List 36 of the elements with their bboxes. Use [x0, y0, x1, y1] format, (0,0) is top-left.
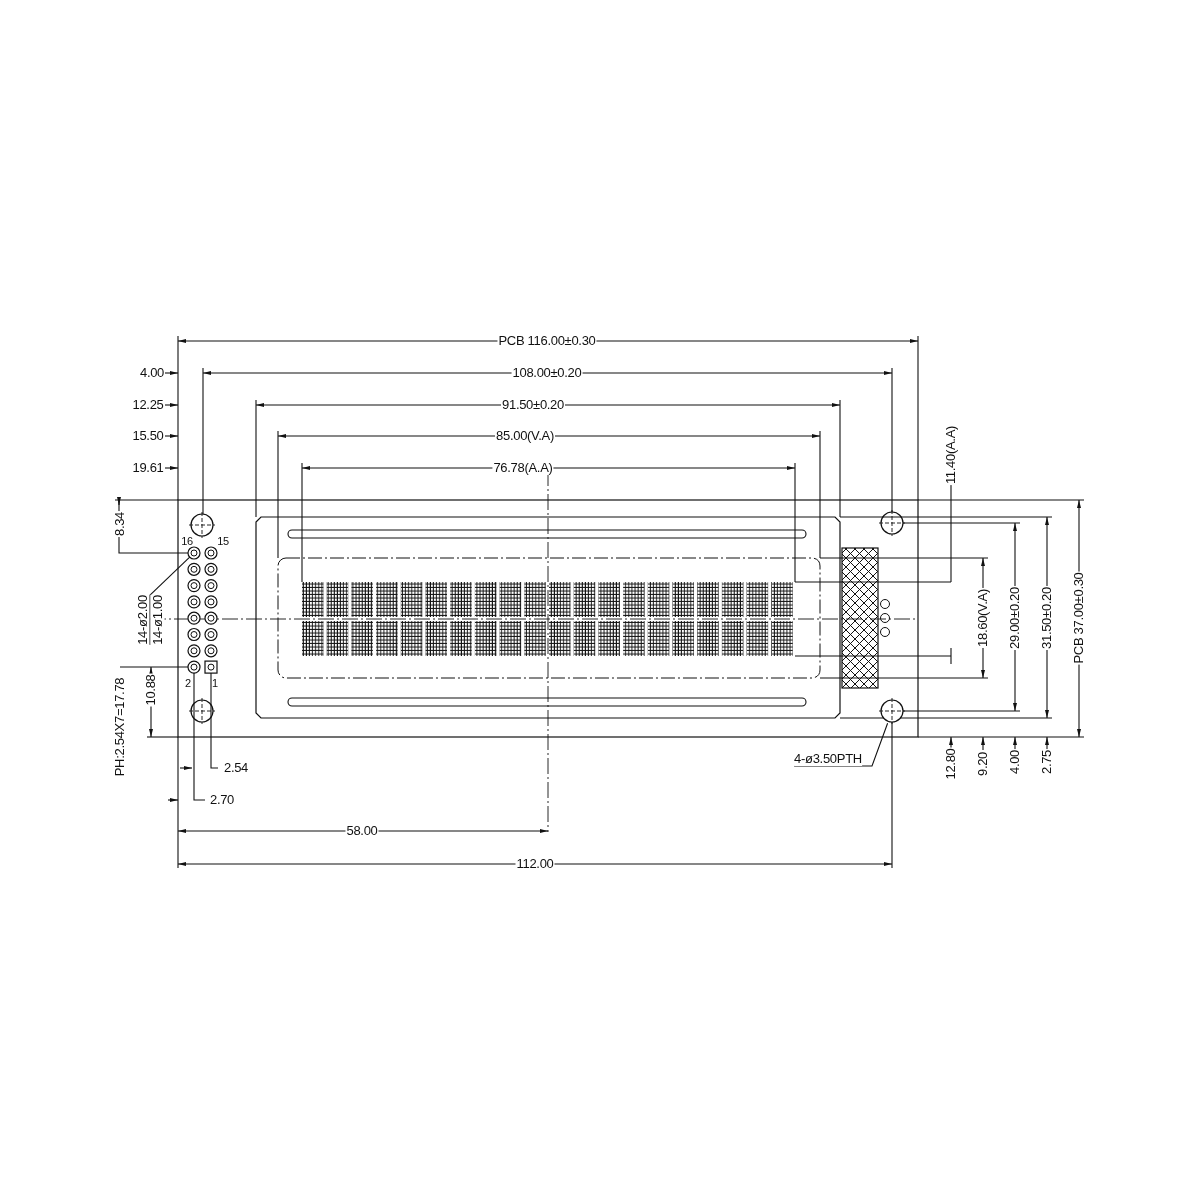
dimension-label: 29.00±0.20 [1008, 586, 1022, 650]
dimension-label: PCB 37.00±0.30 [1072, 571, 1086, 665]
pin-number: 1 [211, 676, 219, 690]
dimension-label: 19.61 [131, 461, 165, 475]
dimension-label: 76.78(A.A) [492, 461, 554, 475]
dimension-label: PCB 116.00±0.30 [497, 334, 597, 348]
mounting-hole [878, 697, 906, 725]
dimension-label: 91.50±0.20 [501, 398, 565, 412]
dimension-label: 12.80 [944, 747, 958, 781]
hole-callout: 4-ø3.50PTH [794, 752, 862, 766]
dimension-label: 4.00 [1008, 748, 1022, 776]
pin-number: 16 [180, 534, 194, 548]
pin-hole [187, 546, 201, 560]
pin-callout: 14-ø2.00 [135, 595, 151, 645]
dimension-label: 12.25 [131, 398, 165, 412]
dimension-label: 18.60(V.A) [976, 588, 990, 648]
pin-number: 15 [216, 534, 230, 548]
dimension-label: 108.00±0.20 [511, 366, 583, 380]
dimension-label: 2.70 [208, 793, 236, 807]
dimension-label: 58.00 [345, 824, 379, 838]
dimension-label: 112.00 [515, 857, 555, 871]
dimension-label: 2.75 [1040, 748, 1054, 776]
dimension-label: 4.00 [138, 366, 166, 380]
dimension-label: PH:2.54X7=17.78 [113, 676, 127, 778]
dimension-label: 15.50 [131, 429, 165, 443]
leader-line [149, 556, 191, 596]
dimension-label: 85.00(V.A) [495, 429, 555, 443]
dimension-label: 8.34 [113, 510, 127, 538]
dimension-label: 2.54 [222, 761, 250, 775]
dimension-label: 10.88 [144, 673, 158, 707]
dimension-label: 9.20 [976, 750, 990, 778]
leader-line [793, 722, 889, 767]
pin-callout: 14-ø1.00 [150, 595, 165, 645]
pin-number: 2 [184, 676, 192, 690]
dimension-label: 11.40(A.A) [944, 424, 958, 486]
dimension-label: 31.50±0.20 [1040, 586, 1054, 650]
